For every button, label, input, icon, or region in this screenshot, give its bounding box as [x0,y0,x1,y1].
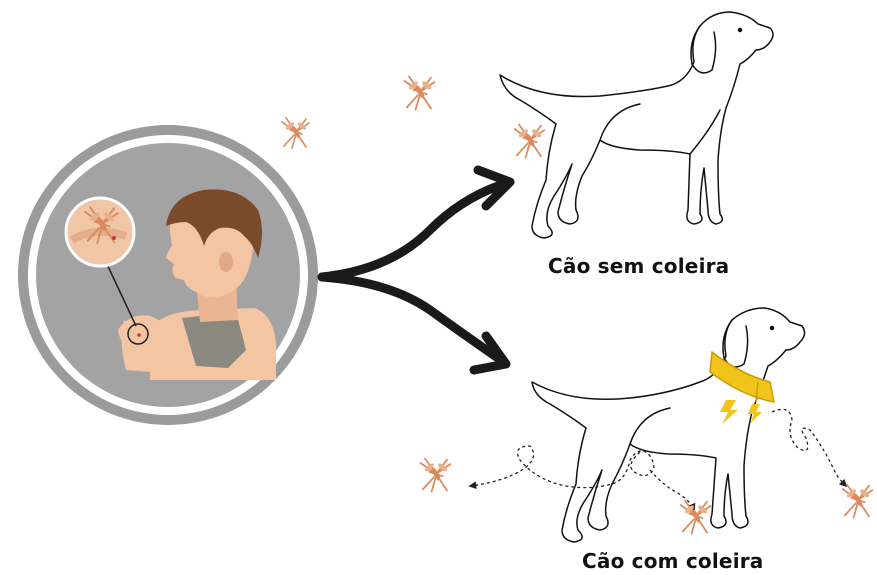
bitten-man-illustration [18,125,318,425]
label-dog-without-collar: Cão sem coleira [548,254,729,278]
mosquito-icon-4 [421,459,451,492]
mosquito-icon-3 [515,125,545,158]
ear [219,252,233,272]
mosquito-icon-6 [843,485,873,518]
mosquito-flee-paths [470,409,846,510]
branch-arrows [322,170,510,370]
bite-mark [137,333,141,337]
mosquito-icon-5 [681,501,711,534]
arrow-to-dog-with-collar [322,277,498,358]
dog-with-collar [532,308,805,542]
label-dog-with-collar: Cão com coleira [582,549,764,573]
arrow-to-dog-without-collar [322,186,498,277]
mosquito-icon-1 [405,77,435,110]
mosquito-icon-2 [282,118,309,148]
